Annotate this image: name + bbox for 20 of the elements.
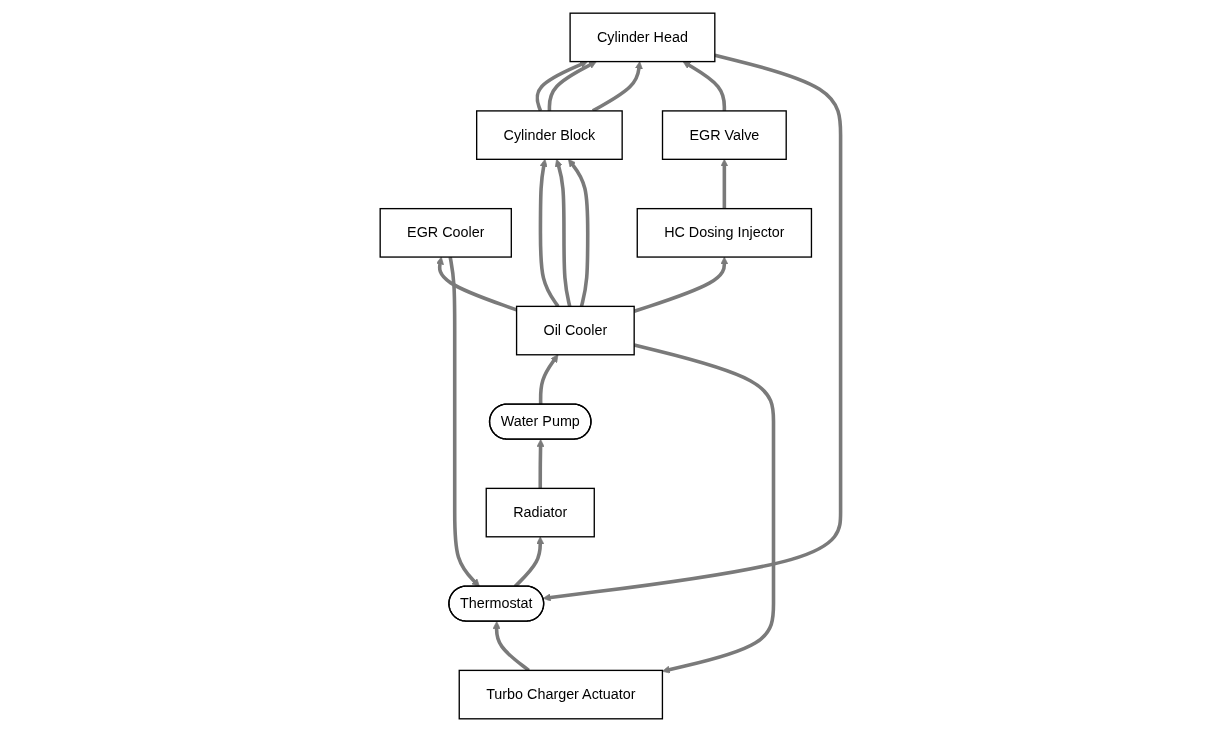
node-box: HC Dosing Injector	[636, 207, 813, 258]
arrow	[682, 60, 727, 111]
arrow	[538, 353, 559, 405]
node-box: Turbo Charger Actuator	[458, 669, 664, 719]
node-box: Cylinder Head	[569, 12, 716, 62]
arrow	[555, 158, 572, 307]
arrow	[547, 60, 597, 111]
node-box: EGR Valve	[661, 109, 787, 160]
arrow	[448, 256, 480, 587]
node-box: Radiator	[485, 487, 596, 537]
arrow	[536, 438, 545, 488]
node-box: EGR Cooler	[379, 207, 513, 258]
arrow	[720, 158, 729, 209]
arrow	[592, 60, 643, 112]
arrow	[535, 60, 588, 111]
arrow	[568, 158, 590, 307]
arrow	[542, 53, 843, 601]
node-box: Oil Cooler	[516, 305, 635, 355]
node-box: Cylinder Block	[476, 109, 623, 160]
arrow	[538, 158, 560, 307]
